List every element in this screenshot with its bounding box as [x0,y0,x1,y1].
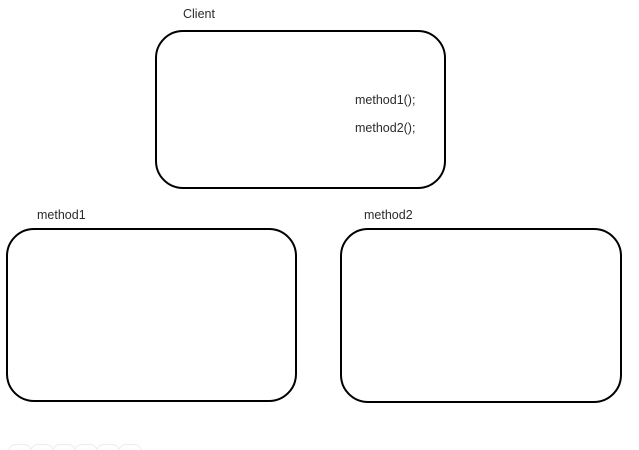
bottom-ghost-shape-row [0,440,639,450]
ghost-shape [74,444,98,450]
method2-node-box[interactable] [340,228,622,403]
ghost-shape [8,444,32,450]
method1-node-box[interactable] [6,228,297,402]
method1-node-label: method1 [37,208,86,222]
ghost-shape [52,444,76,450]
method2-node-label: method2 [364,208,413,222]
client-code-line-2: method2(); [355,121,416,135]
ghost-shape [118,444,142,450]
ghost-shape [96,444,120,450]
client-code-line-1: method1(); [355,93,416,107]
client-node-box[interactable]: method1(); method2(); [155,30,446,189]
client-node-label: Client [183,7,215,21]
ghost-shape [30,444,54,450]
